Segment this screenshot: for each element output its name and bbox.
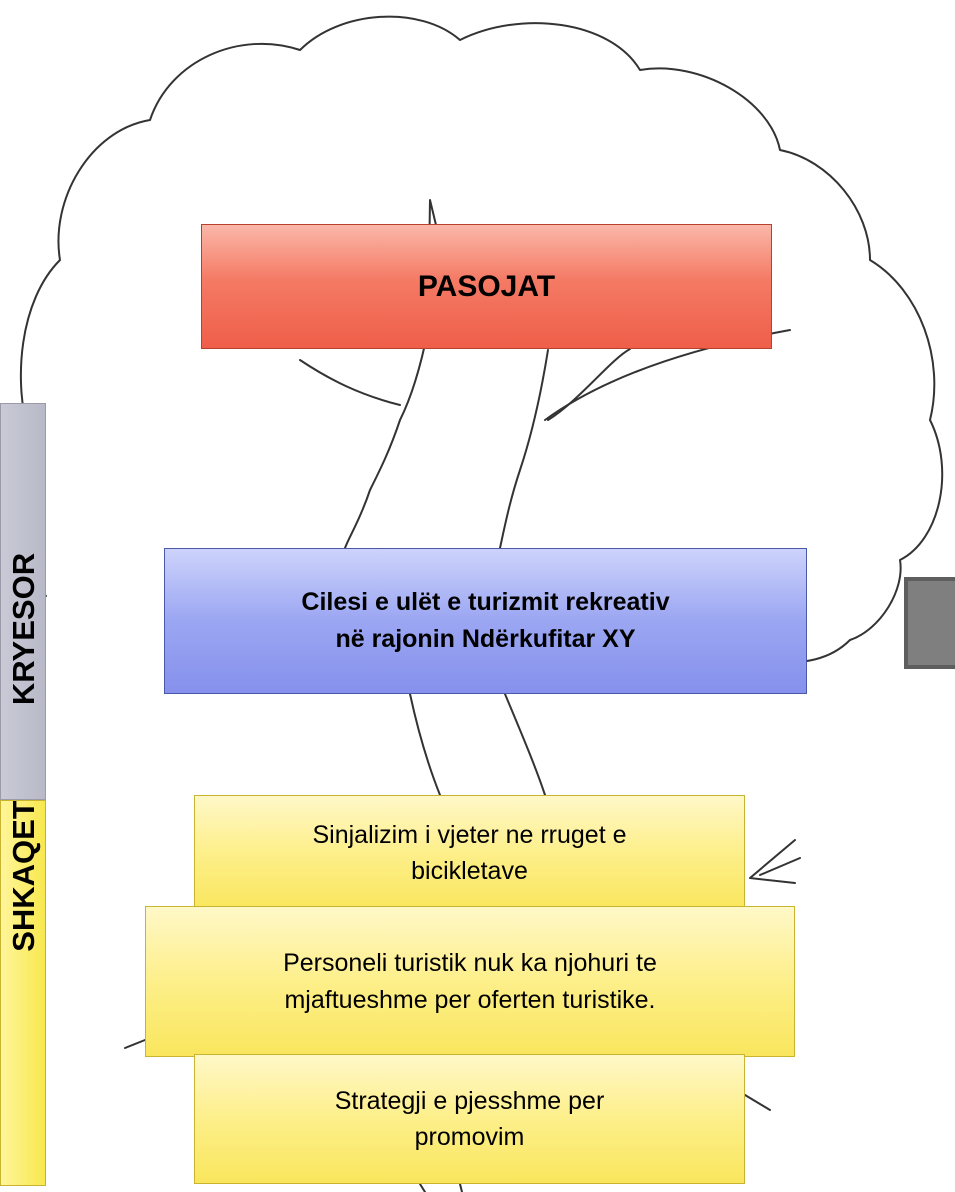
consequences-box: PASOJAT: [201, 224, 772, 349]
grey-square-shape: [904, 577, 955, 669]
branch-left: [299, 359, 401, 406]
root-right-upper: [749, 839, 801, 884]
consequences-label: PASOJAT: [417, 269, 556, 303]
cause-2-line1: Personeli turistik nuk ka njohuri te: [283, 949, 657, 978]
side-label-main: KRYESOR: [0, 403, 46, 800]
tree-crown-outline: [16, 15, 944, 663]
cause-box-2: Personeli turistik nuk ka njohuri te mja…: [145, 906, 795, 1057]
root-bottom: [419, 1183, 463, 1192]
trunk-outline-left: [344, 329, 429, 549]
core-problem-line1: Cilesi e ulët e turizmit rekreativ: [301, 587, 670, 616]
root-right-lower: [744, 1094, 771, 1111]
branch-right-inner: [547, 348, 631, 421]
cause-2-line2: mjaftueshme per oferten turistike.: [284, 985, 656, 1014]
cause-3-line2: promovim: [414, 1123, 525, 1151]
cause-box-3: Strategji e pjesshme per promovim: [194, 1054, 745, 1184]
trunk-lower: [409, 693, 546, 796]
core-problem-box: Cilesi e ulët e turizmit rekreativ në ra…: [164, 548, 807, 694]
root-left: [124, 1039, 146, 1049]
core-problem-line2: në rajonin Ndërkufitar XY: [335, 625, 636, 653]
cause-box-1: Sinjalizim i vjeter ne rruget e biciklet…: [194, 795, 745, 911]
cause-3-line1: Strategji e pjesshme per: [334, 1086, 605, 1115]
cause-1-line2: bicikletave: [411, 857, 528, 885]
side-label-main-text: KRYESOR: [6, 552, 41, 706]
side-label-branches-text: SHKAQET: [6, 800, 41, 952]
cause-1-line1: Sinjalizim i vjeter ne rruget e: [312, 820, 627, 849]
trunk-outline-right: [499, 349, 549, 549]
side-label-branches: SHKAQET: [0, 800, 46, 1186]
